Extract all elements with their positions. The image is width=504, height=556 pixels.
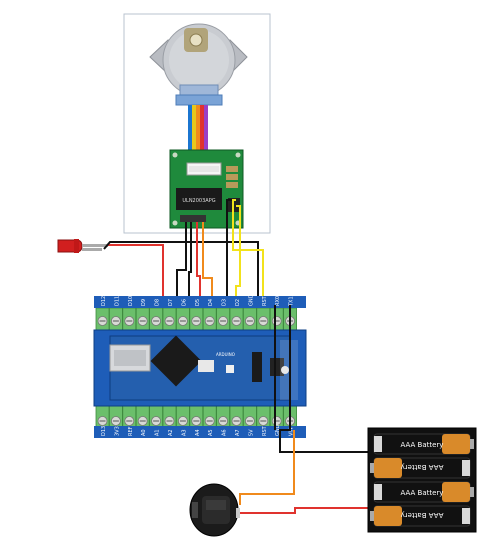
terminal-block — [229, 307, 244, 331]
terminal-block — [216, 405, 231, 429]
terminal-block — [229, 405, 244, 429]
pin-label: D13 — [101, 426, 107, 436]
terminal-block — [162, 405, 177, 429]
pin-label: 5V — [248, 429, 254, 436]
pin-label: A3 — [181, 429, 187, 436]
pin-label: A6 — [222, 429, 228, 436]
pin-label: A2 — [168, 429, 174, 436]
pin-label: 3V3 — [114, 426, 120, 436]
terminal-block — [95, 307, 110, 331]
terminal-block — [256, 405, 271, 429]
battery-label: AAA Battery — [401, 441, 444, 449]
terminal-block — [242, 307, 257, 331]
pin-label: TX1 — [289, 296, 295, 307]
pin-label: D9 — [141, 299, 147, 306]
pin-label: GND — [275, 424, 281, 436]
nano-chip-label: ARDUINO — [216, 352, 235, 357]
terminal-block — [242, 405, 257, 429]
pin-label: A0 — [141, 429, 147, 436]
terminal-block — [202, 405, 217, 429]
pin-label: D8 — [155, 299, 161, 306]
motor-ribbon-cable — [188, 105, 208, 163]
pin-label: D5 — [195, 299, 201, 306]
terminal-block — [162, 307, 177, 331]
pin-label: RST — [262, 425, 268, 436]
pin-label: A4 — [195, 429, 201, 436]
pin-label: D2 — [235, 299, 241, 306]
terminal-block — [95, 405, 110, 429]
terminal-block — [135, 307, 150, 331]
battery-label: AAA Battery — [401, 511, 444, 519]
bottom-pin-labels: D13 3V3 REF A0 A1 A2 A3 A4 A5 A6 A7 5V RST GND VIN — [101, 424, 295, 436]
terminal-block — [269, 307, 284, 331]
terminal-block — [109, 307, 123, 331]
rocker-switch — [189, 483, 240, 537]
pin-label: GND — [248, 294, 254, 306]
terminal-block — [122, 307, 137, 331]
pin-label: A5 — [208, 429, 214, 436]
bottom-terminal-strip — [95, 405, 298, 429]
terminal-block — [175, 307, 190, 331]
pin-label: RX0 — [275, 296, 281, 306]
nano-adapter: ARDUINO — [93, 296, 307, 438]
terminal-block — [122, 405, 137, 429]
pin-label: D10 — [128, 296, 134, 306]
battery-label: AAA Battery — [401, 463, 444, 471]
pin-label: REF — [128, 426, 134, 436]
pin-label: D4 — [208, 299, 214, 306]
uln2003-driver-board: ULN2003APG — [169, 149, 244, 229]
stepper-motor — [149, 23, 248, 106]
pin-label: VIN — [289, 427, 295, 436]
pin-label: A1 — [155, 429, 161, 436]
terminal-block — [135, 405, 150, 429]
battery-cell: AAA Battery — [370, 457, 471, 479]
terminal-block — [175, 405, 190, 429]
pin-label: A7 — [235, 429, 241, 436]
terminal-block — [109, 405, 123, 429]
battery-cell: AAA Battery — [373, 433, 474, 455]
pin-label: D12 — [101, 296, 107, 306]
led-wires — [103, 241, 259, 305]
terminal-block — [216, 307, 231, 331]
pin-label: D6 — [181, 299, 187, 306]
terminal-block — [189, 307, 204, 331]
top-pin-labels: D12 D11 D10 D9 D8 D7 D6 D5 D4 D3 D2 GND RST RX0 TX1 — [101, 294, 295, 307]
battery-label: AAA Battery — [401, 489, 444, 497]
terminal-block — [256, 307, 271, 331]
pin-label: D7 — [168, 299, 174, 306]
pin-label: D3 — [222, 299, 228, 306]
top-terminal-strip — [95, 307, 298, 331]
terminal-block — [189, 405, 204, 429]
pin-label: D11 — [114, 296, 120, 306]
red-led — [57, 239, 108, 253]
pin-label: RST — [262, 295, 268, 306]
driver-chip-label: ULN2003APG — [182, 198, 215, 204]
terminal-block — [202, 307, 217, 331]
power-wires — [232, 305, 380, 514]
terminal-block — [149, 405, 164, 429]
battery-cell: AAA Battery — [370, 505, 471, 527]
terminal-block — [149, 307, 164, 331]
battery-cell: AAA Battery — [373, 481, 474, 503]
